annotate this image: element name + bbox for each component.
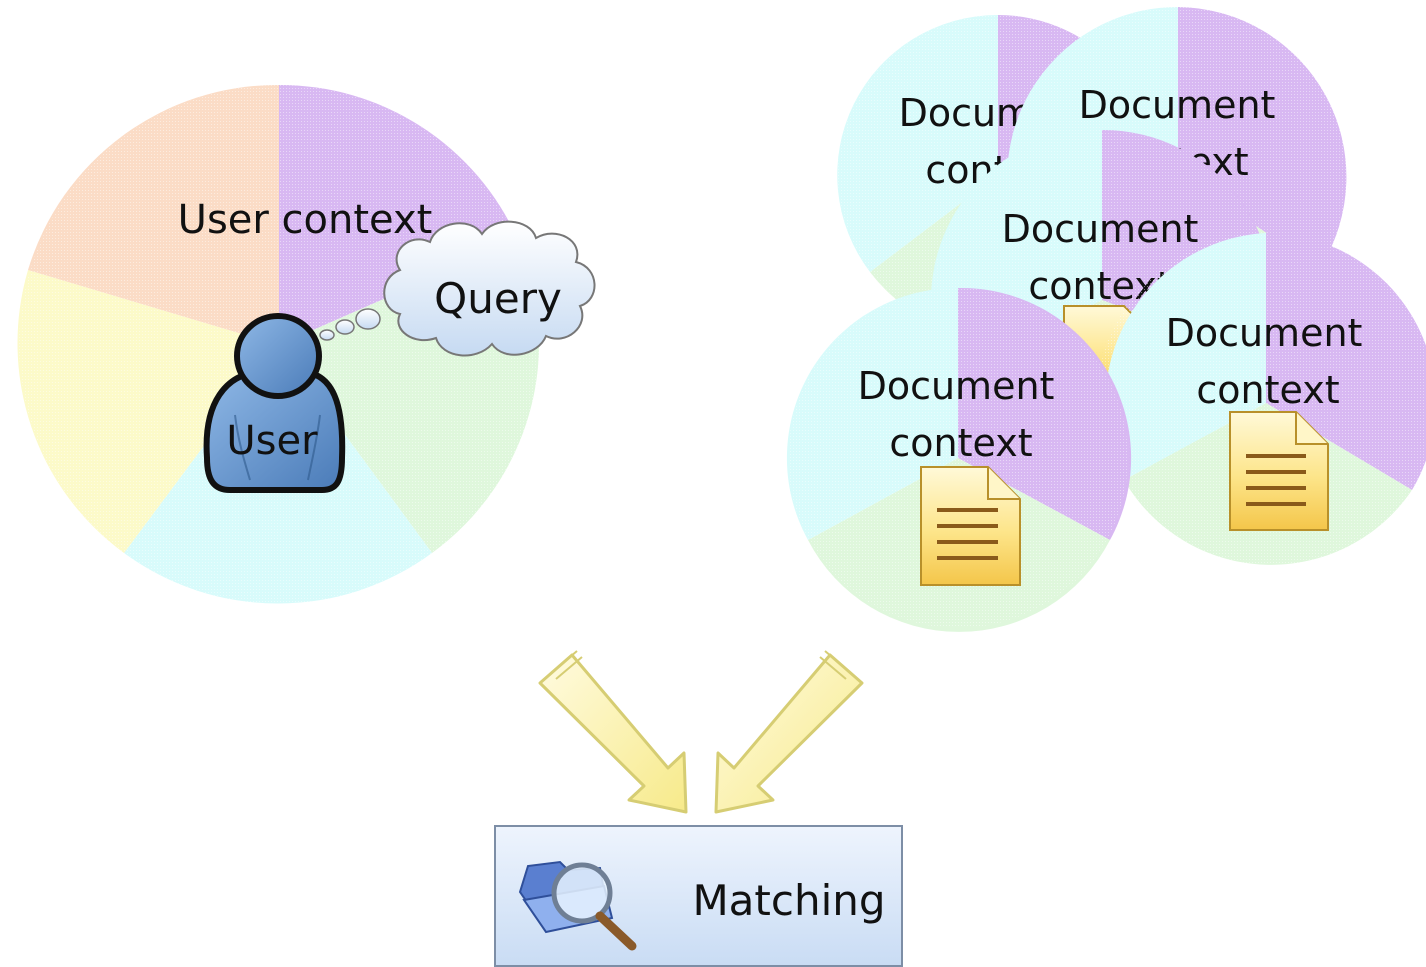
user-context-label: User context	[178, 197, 433, 243]
document-label-line2: context	[889, 421, 1032, 465]
user-label: User	[226, 418, 318, 464]
document-label-line2: context	[1196, 368, 1339, 412]
document-context-5: Document context	[786, 287, 1132, 632]
document-context-4: Document context	[1096, 233, 1426, 573]
query-cloud	[383, 220, 596, 357]
user-icon	[203, 313, 346, 493]
left-arrow-icon	[538, 650, 688, 814]
query-label: Query	[434, 274, 562, 323]
document-context-stack: Document context Document context Docume…	[786, 5, 1426, 632]
document-label-line1: Document	[858, 364, 1055, 408]
document-icon	[920, 466, 1021, 586]
thought-bubbles	[319, 308, 381, 341]
document-label-line1: Document	[1166, 311, 1363, 355]
document-label-line1: Document	[1079, 83, 1276, 127]
document-label-line1: Document	[1002, 207, 1199, 251]
folder-search-icon	[518, 860, 637, 951]
right-arrow-icon	[714, 650, 864, 814]
document-icon	[1229, 411, 1329, 531]
matching-box: Matching	[494, 825, 903, 967]
matching-label: Matching	[692, 876, 885, 925]
